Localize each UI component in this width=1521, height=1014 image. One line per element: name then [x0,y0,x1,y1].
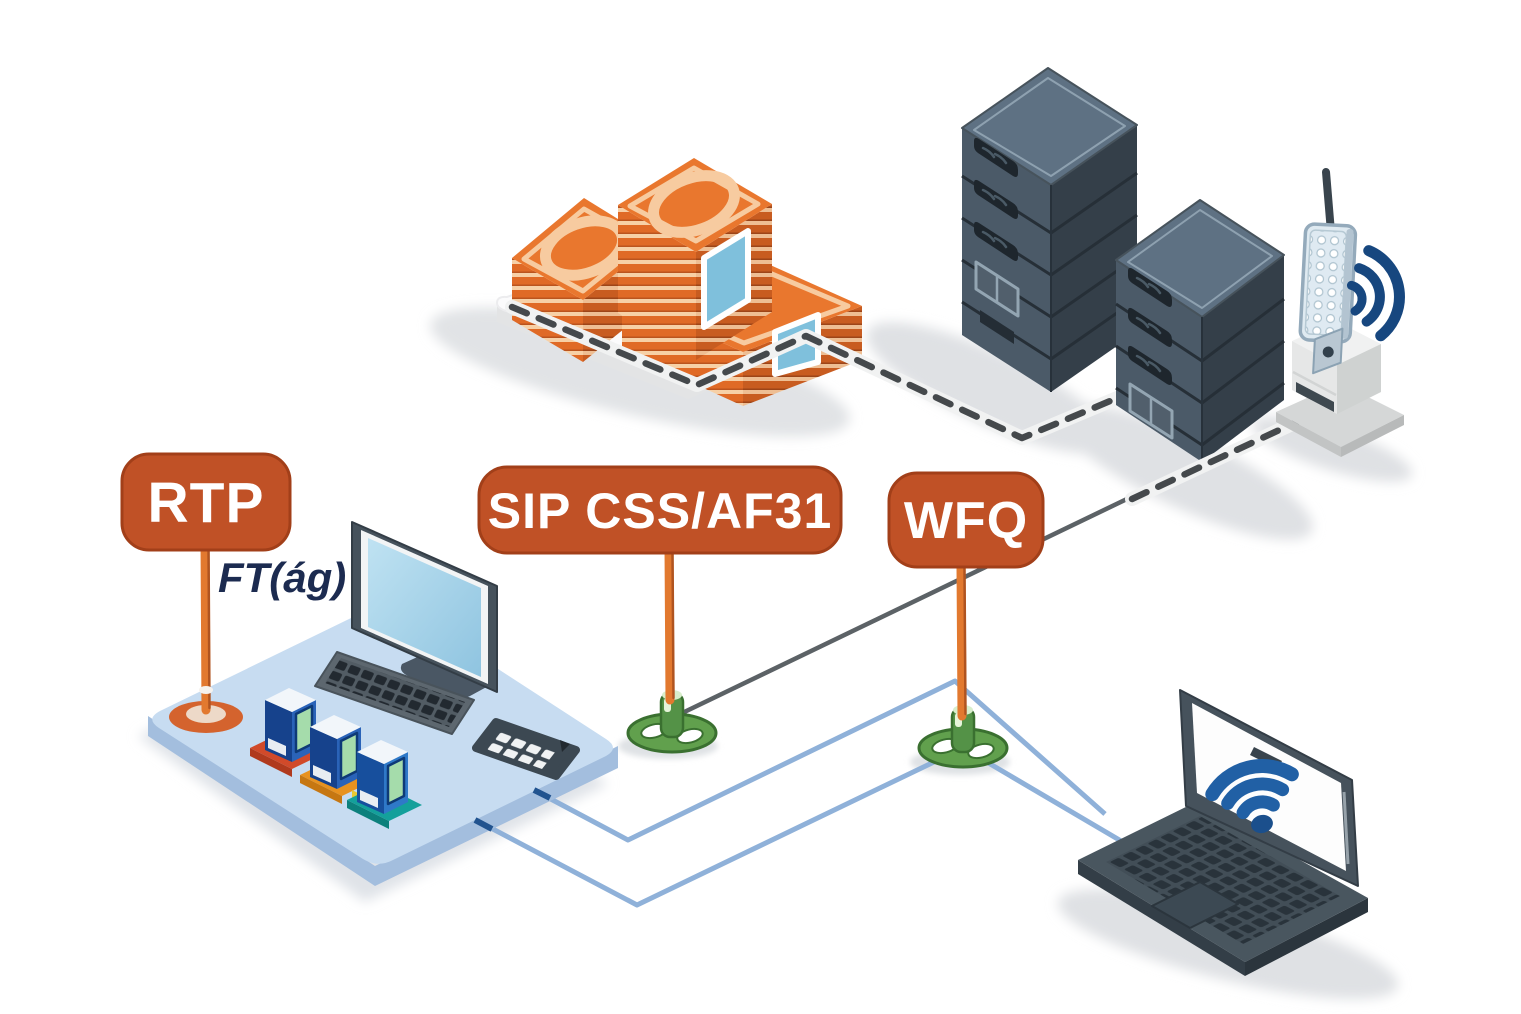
keyboard [314,651,475,735]
package-stack-tall [618,158,772,360]
marker-base-sip [626,690,718,754]
sip-sign-plate [477,465,843,555]
sign-posts [199,535,967,721]
desktop-workstation-platform [148,521,618,886]
rtp-sign: RTP [120,452,292,552]
mini-tower-devices [250,688,422,829]
cable-stub [473,817,494,832]
marker-base-wfq [917,705,1009,769]
wired-link-gray [673,494,1134,719]
cable-stub [532,787,552,801]
wired-links-blue [487,678,1152,908]
desktop-monitor [351,521,498,698]
wifi-icon [1205,759,1299,834]
annotation-text: FT(ág) [218,554,346,601]
monitor-screen [368,538,481,677]
keypad-device [472,718,580,780]
server-tower-1 [961,67,1138,392]
package-window [701,228,751,330]
rtp-sign-label: RTP [148,471,265,535]
laptop-keyboard [1106,816,1340,944]
dashed-link-packets-to-servers [505,300,1129,445]
wifi-signal-arcs-icon [1346,245,1405,342]
server-slot [980,310,1014,344]
wfq-sign: WFQ [887,471,1045,569]
pedestal-slot [1296,382,1334,412]
wireless-access-point [1276,168,1405,457]
laptop [1078,689,1368,976]
sip-sign: SIP CSS/AF31 [477,465,843,555]
wfq-sign-label: WFQ [904,492,1028,550]
wfq-sign-plate [887,471,1045,569]
touchpad [1151,881,1239,929]
sip-sign-label: SIP CSS/AF31 [488,483,833,539]
server-tower-2 [1115,199,1285,462]
rtp-sign-plate [120,452,292,552]
